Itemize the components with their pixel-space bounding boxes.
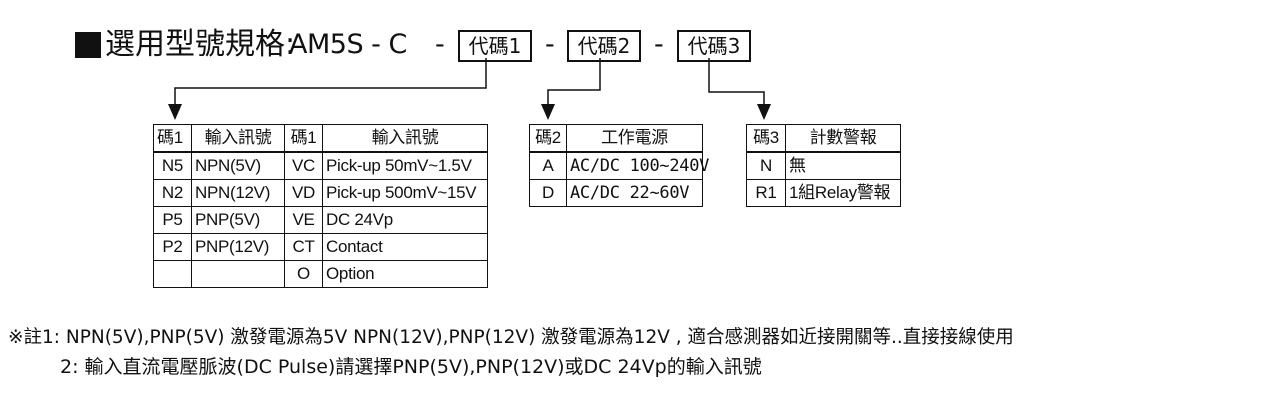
header-code3: 碼3	[746, 124, 786, 153]
table-cell: R1	[746, 179, 786, 207]
code-box-3: 代碼3	[677, 30, 751, 62]
table-row: R1 1組Relay警報	[746, 179, 901, 207]
header-count-alarm: 計數警報	[785, 124, 901, 153]
count-alarm-table: 碼3 計數警報 N 無 R1 1組Relay警報	[746, 124, 901, 207]
table-cell	[191, 260, 285, 288]
table-cell: Contact	[322, 233, 488, 261]
table-row: O Option	[153, 260, 488, 288]
header-code1: 碼1	[153, 124, 192, 153]
table-header-row: 碼2 工作電源	[529, 124, 703, 153]
table-cell: Pick-up 50mV~1.5V	[322, 151, 488, 180]
arrow-head-2	[541, 104, 555, 120]
table-row: N2 NPN(12V) VD Pick-up 500mV~15V	[153, 179, 488, 207]
arrow-head-1	[168, 104, 182, 120]
connector-code2	[547, 58, 601, 105]
connector-code1	[174, 58, 487, 105]
separator-dash: -	[654, 29, 664, 60]
table-cell: N	[746, 151, 786, 180]
model-number: AM5S - C	[289, 29, 407, 60]
table-row: D AC/DC 22~60V	[529, 179, 703, 207]
table-cell	[153, 260, 192, 288]
table-cell: O	[284, 260, 323, 288]
code-box-2: 代碼2	[567, 30, 641, 62]
table-cell: P5	[153, 206, 192, 234]
table-cell: PNP(12V)	[191, 233, 285, 261]
table-cell: NPN(5V)	[191, 151, 285, 180]
note-1: ※註1: NPN(5V),PNP(5V) 激發電源為5V NPN(12V),PN…	[8, 327, 1014, 348]
table-row: P2 PNP(12V) CT Contact	[153, 233, 488, 261]
power-supply-table: 碼2 工作電源 A AC/DC 100~240V D AC/DC 22~60V	[529, 124, 709, 207]
table-cell: 1組Relay警報	[785, 179, 901, 207]
table-cell: P2	[153, 233, 192, 261]
table-cell: N2	[153, 179, 192, 207]
black-square-icon	[75, 32, 101, 58]
table-cell: AC/DC 22~60V	[566, 179, 703, 207]
table-row: N 無	[746, 151, 901, 180]
spec-title: 選用型號規格:	[105, 27, 296, 62]
table-cell: PNP(5V)	[191, 206, 285, 234]
table-cell: NPN(12V)	[191, 179, 285, 207]
header-input-signal: 輸入訊號	[191, 124, 285, 153]
header-input-signal: 輸入訊號	[322, 124, 488, 153]
header-power-supply: 工作電源	[566, 124, 703, 153]
header-code1: 碼1	[284, 124, 323, 153]
table-cell: DC 24Vp	[322, 206, 488, 234]
table-cell: VE	[284, 206, 323, 234]
note-2: 2: 輸入直流電壓脈波(DC Pulse)請選擇PNP(5V),PNP(12V)…	[60, 356, 762, 378]
arrow-head-3	[757, 104, 771, 120]
table-cell: 無	[785, 151, 901, 180]
table-cell: Option	[322, 260, 488, 288]
table-row: N5 NPN(5V) VC Pick-up 50mV~1.5V	[153, 151, 488, 180]
table-cell: VD	[284, 179, 323, 207]
table-header-row: 碼3 計數警報	[746, 124, 901, 153]
header-code2: 碼2	[529, 124, 567, 153]
table-row: P5 PNP(5V) VE DC 24Vp	[153, 206, 488, 234]
table-header-row: 碼1 輸入訊號 碼1 輸入訊號	[153, 124, 488, 153]
connector-code3	[708, 58, 765, 105]
table-cell: Pick-up 500mV~15V	[322, 179, 488, 207]
separator-dash: -	[435, 29, 445, 60]
table-cell: A	[529, 151, 567, 180]
table-row: A AC/DC 100~240V	[529, 151, 709, 180]
code-box-1: 代碼1	[458, 30, 532, 62]
table-cell: D	[529, 179, 567, 207]
table-cell: VC	[284, 151, 323, 180]
separator-dash: -	[545, 29, 555, 60]
table-cell: AC/DC 100~240V	[566, 151, 709, 180]
table-cell: N5	[153, 151, 192, 180]
input-signal-table: 碼1 輸入訊號 碼1 輸入訊號 N5 NPN(5V) VC Pick-up 50…	[153, 124, 488, 288]
table-cell: CT	[284, 233, 323, 261]
